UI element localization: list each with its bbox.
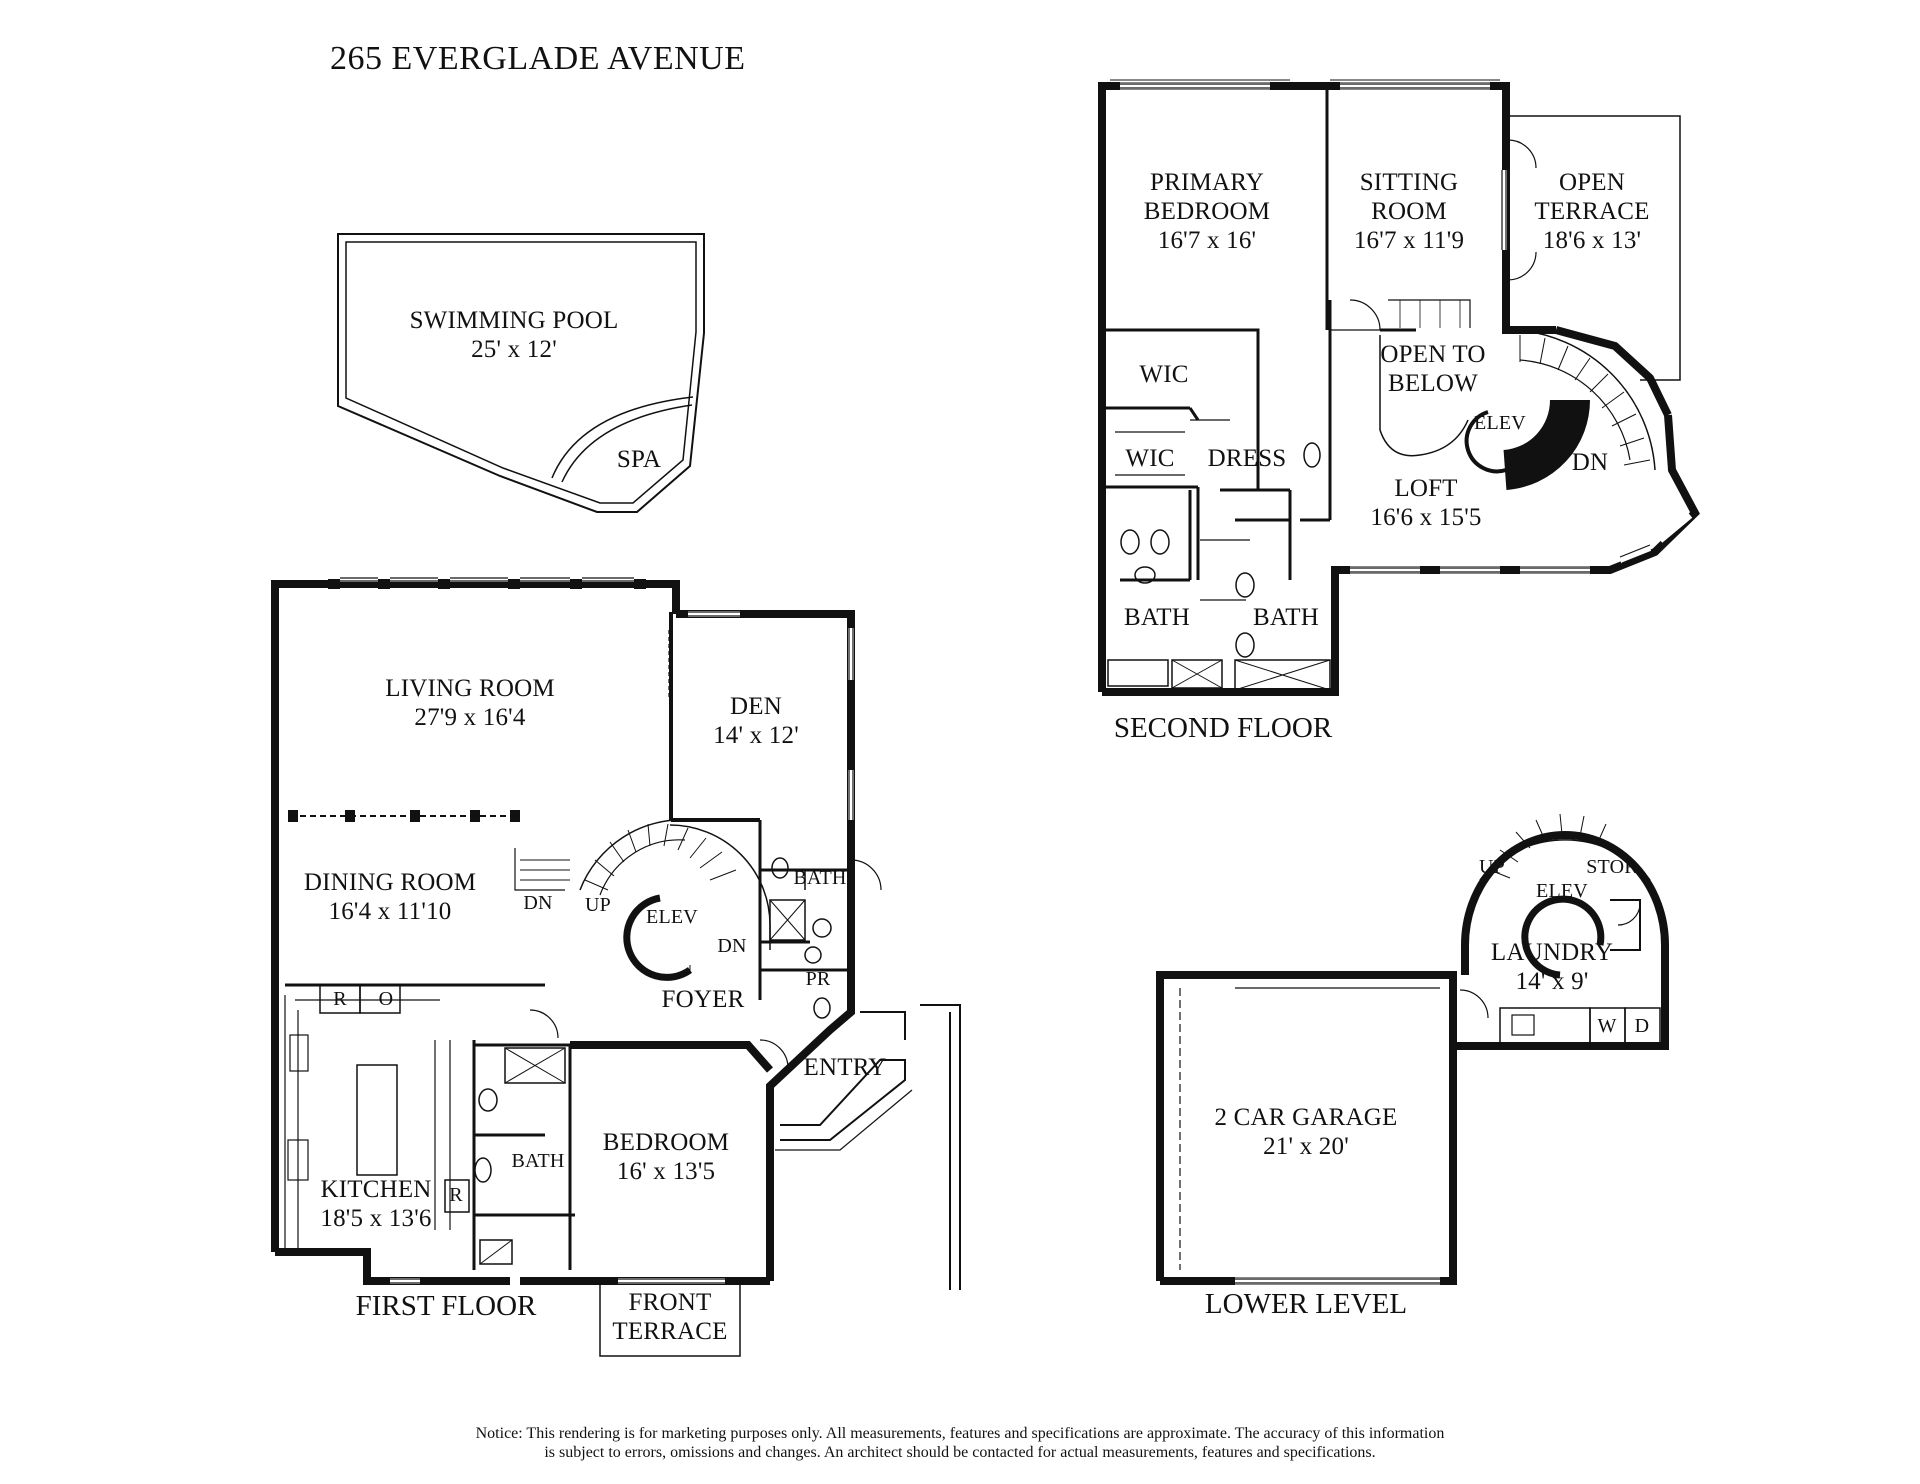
room-name-line1: OPEN	[1558, 169, 1626, 196]
room-name: 2 CAR GARAGE	[1214, 1104, 1398, 1131]
stair-up-2-label: UP	[1479, 856, 1505, 878]
room-dimensions: 16'6 x 15'5	[1370, 504, 1482, 531]
room-dimensions: 25' x 12'	[471, 336, 557, 363]
room-dimensions: 18'6 x 13'	[1542, 227, 1642, 254]
room-dimensions: 16' x 13'5	[616, 1158, 716, 1185]
first-floor-bath-label: BATH	[793, 867, 847, 889]
wic-2-label: WIC	[1125, 445, 1175, 472]
dryer-label: D	[1634, 1015, 1650, 1037]
lower-level-plan	[1156, 813, 1669, 1285]
label-line2: BELOW	[1388, 370, 1478, 397]
elevator-2-label: ELEV	[1474, 412, 1526, 434]
sitting-room-label: SITTING ROOM 16'7 x 11'9	[1354, 168, 1464, 255]
second-floor-title: SECOND FLOOR	[1113, 712, 1333, 744]
foyer-label: FOYER	[661, 986, 745, 1013]
den-label: DEN 14' x 12'	[713, 692, 799, 750]
first-floor-plan	[271, 576, 961, 1357]
stair-down-2-label: DN	[717, 935, 747, 957]
room-dimensions: 16'7 x 16'	[1157, 227, 1257, 254]
second-floor-bath-label: BATH	[1123, 604, 1191, 631]
washer-label: W	[1597, 1015, 1617, 1037]
front-terrace-line1: FRONT	[628, 1289, 712, 1316]
wic-label: WIC	[1139, 361, 1189, 388]
room-dimensions: 16'7 x 11'9	[1353, 227, 1465, 254]
notice-line1: Notice: This rendering is for marketing …	[475, 1425, 1445, 1442]
living-room-label: LIVING ROOM 27'9 x 16'4	[385, 674, 555, 732]
room-name: DEN	[730, 693, 782, 720]
stair-down-3-label: DN	[1571, 449, 1609, 476]
room-dimensions: 14' x 9'	[1515, 968, 1589, 995]
elevator-3-label: ELEV	[1536, 880, 1588, 902]
room-name: KITCHEN	[320, 1176, 432, 1203]
room-dimensions: 18'5 x 13'6	[320, 1205, 432, 1232]
spa-label: SPA	[616, 446, 662, 473]
oven-label: O	[378, 988, 394, 1010]
storage-label: STOR	[1586, 856, 1638, 878]
loft-label: LOFT 16'6 x 15'5	[1370, 474, 1481, 532]
swimming-pool	[337, 233, 705, 513]
room-name: DINING ROOM	[303, 869, 477, 896]
swimming-pool-label: SWIMMING POOL 25' x 12'	[410, 306, 619, 364]
dress-label: DRESS	[1207, 445, 1287, 472]
stair-down-label: DN	[523, 892, 553, 914]
room-name-line1: PRIMARY	[1150, 169, 1264, 196]
range-label: R	[333, 988, 347, 1010]
room-name-line2: BEDROOM	[1143, 198, 1271, 225]
garage-label: 2 CAR GARAGE 21' x 20'	[1215, 1103, 1398, 1161]
room-name-line2: TERRACE	[1534, 198, 1650, 225]
disclaimer-notice: Notice: This rendering is for marketing …	[0, 1424, 1920, 1462]
second-floor-plan	[1098, 79, 1700, 696]
notice-line2: is subject to errors, omissions and chan…	[544, 1444, 1376, 1461]
property-address-title: 265 EVERGLADE AVENUE	[330, 40, 746, 77]
room-name: LOFT	[1394, 475, 1458, 502]
open-terrace-label: OPEN TERRACE 18'6 x 13'	[1534, 168, 1649, 255]
room-name: LIVING ROOM	[385, 675, 555, 702]
front-terrace-line2: TERRACE	[612, 1318, 728, 1345]
first-floor-bath-2-label: BATH	[511, 1150, 565, 1172]
room-name: SWIMMING POOL	[409, 307, 619, 334]
open-to-below-label: OPEN TO BELOW	[1380, 340, 1485, 398]
powder-room-label: PR	[805, 968, 831, 990]
room-dimensions: 16'4 x 11'10	[328, 898, 452, 925]
primary-bedroom-label: PRIMARY BEDROOM 16'7 x 16'	[1144, 168, 1270, 255]
bedroom-label: BEDROOM 16' x 13'5	[603, 1128, 729, 1186]
lower-level-title: LOWER LEVEL	[1204, 1288, 1408, 1320]
second-floor-bath-2-label: BATH	[1252, 604, 1320, 631]
room-name: BEDROOM	[602, 1129, 730, 1156]
refrigerator-label: R	[449, 1184, 463, 1206]
label-line1: OPEN TO	[1380, 341, 1486, 368]
kitchen-label: KITCHEN 18'5 x 13'6	[320, 1175, 431, 1233]
elevator-label: ELEV	[646, 906, 698, 928]
dining-room-label: DINING ROOM 16'4 x 11'10	[304, 868, 476, 926]
room-name: LAUNDRY	[1490, 939, 1614, 966]
front-terrace-label: FRONT TERRACE	[612, 1288, 727, 1346]
room-name-line1: SITTING	[1359, 169, 1459, 196]
first-floor-title: FIRST FLOOR	[355, 1290, 537, 1322]
room-name-line2: ROOM	[1371, 198, 1447, 225]
room-dimensions: 14' x 12'	[713, 722, 799, 749]
room-dimensions: 27'9 x 16'4	[414, 704, 526, 731]
laundry-label: LAUNDRY 14' x 9'	[1491, 938, 1613, 996]
stair-up-label: UP	[585, 894, 611, 916]
entry-label: ENTRY	[803, 1054, 887, 1081]
room-dimensions: 21' x 20'	[1263, 1133, 1349, 1160]
